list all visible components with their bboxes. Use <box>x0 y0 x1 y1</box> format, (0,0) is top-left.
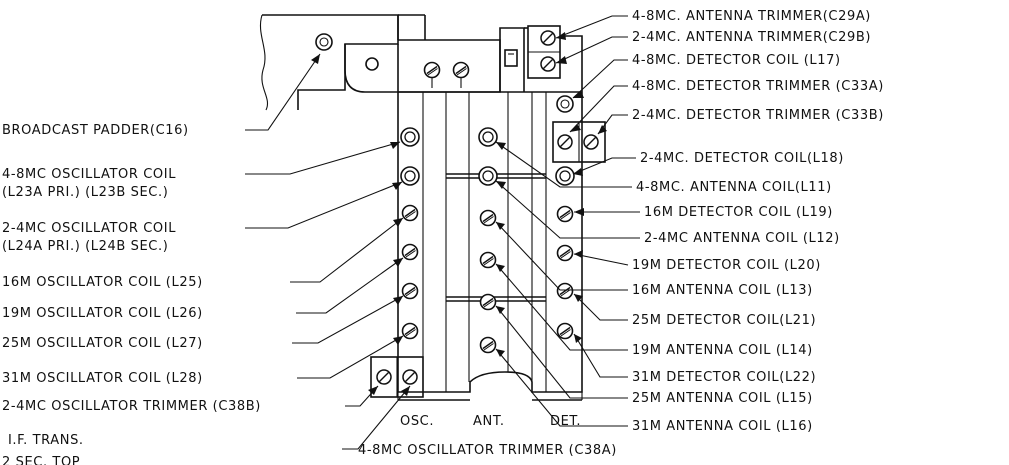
label-osc-coil-31m: 31M OSCILLATOR COIL (L28) <box>2 371 203 386</box>
label-broadcast-padder: BROADCAST PADDER(C16) <box>2 123 189 138</box>
label-osc-coil-2-4mc: 2-4MC OSCILLATOR COIL <box>2 221 176 236</box>
label-ant-trimmer-c29a: 4-8MC. ANTENNA TRIMMER(C29A) <box>632 9 871 24</box>
label-osc-coil-25m: 25M OSCILLATOR COIL (L27) <box>2 336 203 351</box>
label-det-coil-l19: 16M DETECTOR COIL (L19) <box>644 205 833 220</box>
label-ant-coil-l13: 16M ANTENNA COIL (L13) <box>632 283 813 298</box>
label-ant-coil-l16: 31M ANTENNA COIL (L16) <box>632 419 813 434</box>
label-ant-trimmer-c29b: 2-4MC. ANTENNA TRIMMER(C29B) <box>632 30 871 45</box>
label-det-trimmer-c33b: 2-4MC. DETECTOR TRIMMER (C33B) <box>632 108 884 123</box>
label-ant-coil-l14: 19M ANTENNA COIL (L14) <box>632 343 813 358</box>
label-det-coil-l21: 25M DETECTOR COIL(L21) <box>632 313 816 328</box>
label-osc-coil-2-4mc-windings: (L24A PRI.) (L24B SEC.) <box>2 239 168 254</box>
column-label-osc: OSC. <box>400 414 434 429</box>
label-det-trimmer-c33a: 4-8MC. DETECTOR TRIMMER (C33A) <box>632 79 884 94</box>
chassis-drawing <box>260 14 606 401</box>
label-osc-coil-4-8mc: 4-8MC OSCILLATOR COIL <box>2 167 176 182</box>
column-labels: OSC. ANT. DET. 4-8MC OSCILLATOR TRIMMER … <box>358 414 617 458</box>
label-det-coil-l22: 31M DETECTOR COIL(L22) <box>632 370 816 385</box>
leader-lines <box>245 15 640 450</box>
label-ant-coil-l12: 2-4MC ANTENNA COIL (L12) <box>644 231 840 246</box>
label-osc-coil-19m: 19M OSCILLATOR COIL (L26) <box>2 306 203 321</box>
padder-screw-icon <box>315 33 333 51</box>
label-osc-coil-4-8mc-windings: (L23A PRI.) (L23B SEC.) <box>2 185 168 200</box>
label-ant-coil-l11: 4-8MC. ANTENNA COIL(L11) <box>636 180 832 195</box>
mounting-hole-icon <box>365 57 379 71</box>
label-det-coil-l20: 19M DETECTOR COIL (L20) <box>632 258 821 273</box>
right-labels: 4-8MC. ANTENNA TRIMMER(C29A) 2-4MC. ANTE… <box>632 9 884 434</box>
label-det-coil-l17: 4-8MC. DETECTOR COIL (L17) <box>632 53 841 68</box>
column-label-det: DET. <box>550 414 581 429</box>
label-ant-coil-l15: 25M ANTENNA COIL (L15) <box>632 391 813 406</box>
label-det-coil-l18: 2-4MC. DETECTOR COIL(L18) <box>640 151 844 166</box>
label-osc-trimmer-c38a: 4-8MC OSCILLATOR TRIMMER (C38A) <box>358 443 617 458</box>
label-if-trans-sec-top: 2 SEC. TOP <box>2 455 80 465</box>
label-osc-coil-16m: 16M OSCILLATOR COIL (L25) <box>2 275 203 290</box>
label-osc-trimmer-c38b: 2-4MC OSCILLATOR TRIMMER (C38B) <box>2 399 261 414</box>
label-if-trans: I.F. TRANS. <box>8 433 84 448</box>
column-label-ant: ANT. <box>473 414 505 429</box>
left-labels: BROADCAST PADDER(C16) 4-8MC OSCILLATOR C… <box>2 123 261 465</box>
